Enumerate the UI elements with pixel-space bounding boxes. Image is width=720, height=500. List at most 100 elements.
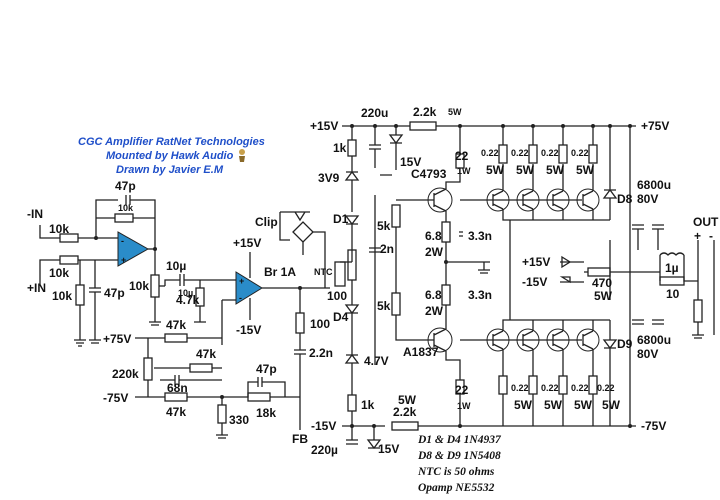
ntc-thermistor: [334, 261, 346, 287]
power-transistor-top-3: [546, 164, 570, 212]
cap-6800u-b-volt: 80V: [637, 347, 658, 361]
resistor-47k-b: [189, 363, 213, 373]
input-neg-label: -IN: [27, 207, 43, 221]
cap-3.3n-a-label: 3.3n: [468, 229, 492, 243]
zener-15v-bot-label: 15V: [378, 442, 399, 456]
inductor-1u-label: 1µ: [665, 261, 679, 275]
resistor-22-b-watt: 1W: [457, 401, 471, 411]
resistor-10k-in2: [59, 255, 79, 265]
resistor-6.8-a-label: 6.8: [425, 229, 442, 243]
cap-6800u-a-volt: 80V: [637, 192, 658, 206]
output-transistors-bottom: 0.22 0.22 0.22 0.22 5W 5W 5W 5W D9: [460, 319, 633, 426]
note-1: D1 & D4 1N4937: [417, 434, 502, 446]
resistor-10-out: [659, 276, 685, 286]
output-minus: -: [709, 229, 713, 243]
junction-dots: [94, 124, 632, 428]
output-section: +15V -15V 470 5W 6800u 80V 6800u 80V 1µ …: [509, 178, 719, 361]
out-rail-p15: +15V: [522, 255, 550, 269]
emitter-r-bot-4-label: 0.22: [597, 383, 615, 393]
cap-2.2n-label: 2.2n: [309, 346, 333, 360]
resistor-1k-top-label: 1k: [333, 141, 347, 155]
emitter-w-top-3-label: 5W: [546, 163, 565, 177]
ntc-label: NTC: [314, 267, 333, 277]
resistor-10k-fb-label: 10k: [118, 203, 134, 213]
resistor-470-label: 470: [592, 276, 612, 290]
resistor-47k-b-label: 47k: [196, 347, 216, 361]
note-2: D8 & D9 1N5408: [417, 450, 501, 462]
rail-left-p75: +75V: [103, 332, 131, 346]
emitter-r-bot-3-label: 0.22: [571, 383, 589, 393]
diode-d8-label: D8: [617, 192, 633, 206]
title-line-3: Drawn by Javier E.M: [116, 164, 224, 176]
title-line-2: Mounted by Hawk Audio: [106, 150, 234, 162]
resistor-330: [217, 404, 227, 424]
resistor-18k: [247, 392, 271, 402]
fb-label: FB: [292, 432, 308, 446]
resistor-470-watt: 5W: [594, 289, 613, 303]
emitter-w-bot-2-label: 5W: [544, 398, 563, 412]
driver-opamp-stage: + - +15V -15V Clip Br 1A 100 2.2n FB: [215, 211, 333, 446]
emitter-w-bot-1-label: 5W: [514, 398, 533, 412]
cap-10u-b-label: 10µ: [178, 288, 193, 298]
resistor-6.8-b: [441, 284, 451, 306]
emitter-w-top-4-label: 5W: [576, 163, 595, 177]
power-transistor-top-4: [576, 164, 600, 212]
resistor-22-b-label: 22: [455, 383, 469, 397]
cap-220u-top-label: 220u: [361, 106, 388, 120]
resistor-1k-top: [347, 139, 357, 157]
output-label: OUT: [693, 215, 719, 229]
emitter-w-bot-4-label: 5W: [602, 398, 621, 412]
resistor-10-out-label: 10: [666, 287, 680, 301]
bias-network: +75V -75V 47k 220k 47k 68n 47k 330 47p 1…: [103, 318, 300, 439]
title-block: CGC Amplifier RatNet Technologies Mounte…: [78, 136, 265, 176]
resistor-6.8-a: [441, 221, 451, 243]
opamp-rail-m15: -15V: [236, 323, 261, 337]
resistor-47k-c-label: 47k: [166, 405, 186, 419]
rail-bot-m15: -15V: [311, 419, 336, 433]
svg-text:+: +: [239, 276, 244, 286]
opamp-rail-p15: +15V: [233, 236, 261, 250]
power-transistor-bot-2: [516, 328, 540, 376]
input-stage: -IN +IN 10k 10k 10k 47p 47p 10k - + 10k …: [27, 179, 215, 347]
bridge-rectifier: [292, 221, 314, 243]
cap-6800u-a-label: 6800u: [637, 178, 671, 192]
driver-transistors: C4793 22 1W 6.8 2W 3.3n 6.8 2W 3.3n A183…: [403, 126, 492, 426]
resistor-47k-a: [164, 333, 188, 343]
svg-text:-: -: [239, 293, 242, 303]
cap-47p-in-label: 47p: [104, 286, 125, 300]
resistor-2.2k-bot: [391, 421, 419, 431]
hawk-emoji-icon: [239, 149, 245, 162]
resistor-6.8-b-watt: 2W: [425, 304, 444, 318]
emitter-w-top-1-label: 5W: [486, 163, 505, 177]
cap-10u-label: 10µ: [166, 259, 186, 273]
power-transistor-top-1: [486, 164, 510, 212]
zener-15v-top-label: 15V: [400, 155, 421, 169]
resistor-100-b-label: 100: [327, 289, 347, 303]
pot-5k-a-label: 5k: [377, 219, 391, 233]
pot-220k: [143, 357, 153, 381]
emitter-r-top-1-label: 0.22: [481, 148, 499, 158]
resistor-10k-gnd-label: 10k: [52, 289, 72, 303]
power-transistor-bot-1: [486, 328, 510, 376]
diode-d9-label: D9: [617, 337, 633, 351]
bias-spreader: 5k 2n 5k: [369, 195, 420, 365]
resistor-10k-in1-label: 10k: [49, 222, 69, 236]
cap-220u-bot-label: 220µ: [311, 443, 338, 457]
zener-4.7v-label: 4.7V: [364, 354, 389, 368]
resistor-10k-in2-label: 10k: [49, 266, 69, 280]
pot-5k-b-label: 5k: [377, 299, 391, 313]
rail-top-p15: +15V: [310, 119, 338, 133]
pot-10k-label: 10k: [129, 279, 149, 293]
resistor-6.8-a-watt: 2W: [425, 245, 444, 259]
note-3: NTC is 50 ohms: [417, 466, 495, 478]
pot-5k-b: [391, 292, 401, 316]
resistor-10k-fb: [114, 213, 134, 223]
resistor-1k-bot: [347, 394, 357, 412]
resistor-330-label: 330: [229, 413, 249, 427]
cap-2n-label: 2n: [380, 242, 394, 256]
rail-top-p75: +75V: [641, 119, 669, 133]
diode-d4-label: D4: [333, 310, 349, 324]
transistor-c4793-label: C4793: [411, 167, 447, 181]
